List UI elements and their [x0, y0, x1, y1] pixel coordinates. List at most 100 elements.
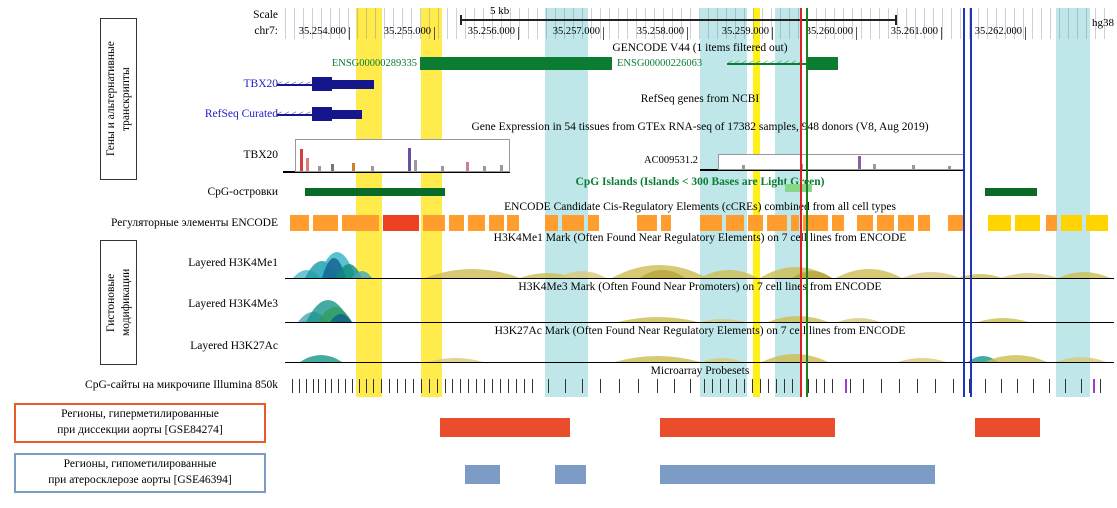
track-label-refseq-curated[interactable]: RefSeq Curated [204, 108, 278, 120]
track-label-cpg-islands[interactable]: CpG-островки [207, 186, 278, 198]
ccre-element[interactable] [1046, 215, 1057, 231]
gene-label-ensg00000226063[interactable]: ENSG00000226063 [617, 58, 703, 69]
probe-tick[interactable] [421, 379, 422, 393]
probe-tick[interactable] [582, 379, 583, 393]
ccre-element[interactable] [588, 215, 599, 231]
ccre-element[interactable] [877, 215, 894, 231]
probe-tick[interactable] [352, 379, 353, 393]
probe-tick[interactable] [460, 379, 461, 393]
probe-tick[interactable] [292, 379, 293, 393]
probe-tick[interactable] [760, 379, 761, 393]
ccre-element[interactable] [700, 215, 722, 231]
ccre-element[interactable] [545, 215, 558, 231]
probe-tick[interactable] [325, 379, 326, 393]
probe-tick[interactable] [863, 379, 864, 393]
h3k4me3-signal[interactable] [285, 292, 1115, 322]
tbx20-gene-exon[interactable] [332, 80, 374, 89]
probe-tick[interactable] [824, 379, 825, 393]
probe-tick[interactable] [792, 379, 793, 393]
probe-tick[interactable] [359, 379, 360, 393]
ccre-element[interactable] [342, 215, 379, 231]
probe-tick[interactable] [704, 379, 705, 393]
refseq-gene-exon[interactable] [312, 107, 332, 121]
ccre-element[interactable] [290, 215, 309, 231]
probe-tick[interactable] [744, 379, 745, 393]
probe-tick[interactable] [331, 379, 332, 393]
probe-tick[interactable] [881, 379, 882, 393]
ccre-element[interactable] [449, 215, 464, 231]
probe-tick[interactable] [736, 379, 737, 393]
probe-tick[interactable] [600, 379, 601, 393]
ccre-element[interactable] [767, 215, 787, 231]
probe-tick[interactable] [953, 379, 954, 393]
probe-tick[interactable] [437, 379, 438, 393]
ccre-element[interactable] [637, 215, 657, 231]
probe-tick[interactable] [313, 379, 314, 393]
probe-tick[interactable] [345, 379, 346, 393]
tbx20-gene-exon[interactable] [312, 77, 332, 91]
probe-tick[interactable] [690, 379, 691, 393]
probe-tick[interactable] [657, 379, 658, 393]
probe-tick[interactable] [969, 379, 970, 393]
ccre-element[interactable] [748, 215, 763, 231]
ccre-element[interactable] [791, 215, 799, 231]
probe-tick[interactable] [397, 379, 398, 393]
gencode-gene-exon[interactable] [420, 57, 612, 70]
probe-tick[interactable] [500, 379, 501, 393]
probe-tick[interactable] [338, 379, 339, 393]
probe-tick[interactable] [752, 379, 753, 393]
probe-tick[interactable] [445, 379, 446, 393]
probe-tick[interactable] [318, 379, 319, 393]
h3k27ac-signal[interactable] [285, 334, 1115, 362]
gene-label-ensg00000289335[interactable]: ENSG00000289335 [331, 58, 417, 69]
probe-tick[interactable] [366, 379, 367, 393]
probe-tick[interactable] [1049, 379, 1050, 393]
probe-tick[interactable] [638, 379, 639, 393]
probe-tick[interactable] [299, 379, 300, 393]
ccre-element[interactable] [661, 215, 671, 231]
probe-tick[interactable] [712, 379, 713, 393]
track-label-tbx20-gtex[interactable]: TBX20 [243, 149, 279, 161]
h3k4me1-signal[interactable] [285, 246, 1115, 278]
ccre-element[interactable] [898, 215, 914, 231]
probe-tick[interactable] [674, 379, 675, 393]
cpg-island[interactable] [305, 188, 445, 196]
probe-tick[interactable] [532, 379, 533, 393]
track-label-h3k27ac[interactable]: Layered H3K27Ac [190, 340, 278, 352]
probe-tick[interactable] [381, 379, 382, 393]
probe-tick[interactable] [832, 379, 833, 393]
probe-tick[interactable] [468, 379, 469, 393]
probe-tick[interactable] [373, 379, 374, 393]
track-label-tbx20-gencode[interactable]: TBX20 [243, 78, 279, 90]
track-label-encode-ccre[interactable]: Регуляторные элементы ENCODE [111, 217, 278, 229]
probe-tick[interactable] [816, 379, 817, 393]
probe-tick[interactable] [1017, 379, 1018, 393]
probe-tick[interactable] [917, 379, 918, 393]
probe-tick-purple[interactable] [845, 379, 847, 393]
track-label-h3k4me1[interactable]: Layered H3K4Me1 [188, 257, 278, 269]
ccre-element[interactable] [507, 215, 519, 231]
probe-tick[interactable] [899, 379, 900, 393]
ccre-element[interactable] [948, 215, 964, 231]
cpg-island[interactable] [785, 184, 812, 192]
probe-tick[interactable] [452, 379, 453, 393]
probe-tick[interactable] [776, 379, 777, 393]
probe-tick[interactable] [476, 379, 477, 393]
probe-tick[interactable] [389, 379, 390, 393]
track-label-h3k4me3[interactable]: Layered H3K4Me3 [188, 298, 278, 310]
probe-tick[interactable] [306, 379, 307, 393]
ccre-element[interactable] [726, 215, 744, 231]
probe-tick[interactable] [516, 379, 517, 393]
ccre-element[interactable] [468, 215, 485, 231]
ccre-element[interactable] [313, 215, 338, 231]
ccre-element[interactable] [423, 215, 445, 231]
cpg-island[interactable] [985, 188, 1037, 196]
probe-tick[interactable] [1001, 379, 1002, 393]
probe-tick[interactable] [619, 379, 620, 393]
ccre-element[interactable] [1061, 215, 1082, 231]
ccre-element[interactable] [832, 215, 844, 231]
probe-tick[interactable] [784, 379, 785, 393]
probe-tick[interactable] [720, 379, 721, 393]
ccre-element[interactable] [918, 215, 930, 231]
probe-tick[interactable] [484, 379, 485, 393]
